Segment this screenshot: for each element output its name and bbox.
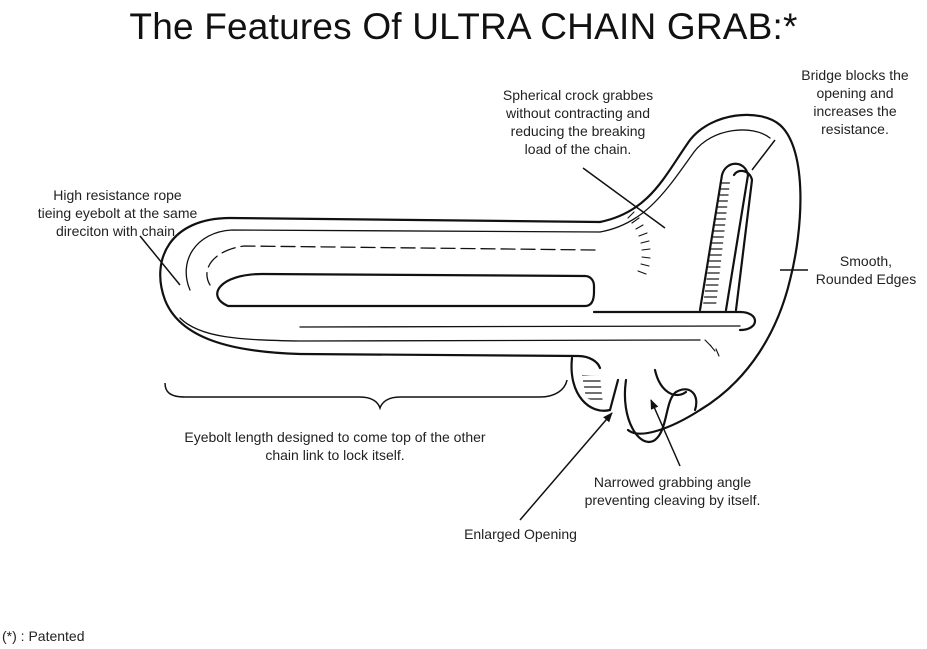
leader-spherical (582, 167, 666, 229)
eyebolt-outer-contour (159, 216, 602, 370)
label-spherical-crock: Spherical crock grabbes without contract… (502, 87, 654, 157)
crock-inner-slot (698, 162, 750, 312)
label-bridge: Bridge blocks the opening and increases … (801, 67, 909, 137)
spherical-crock-neck (598, 113, 802, 435)
leader-opening (519, 412, 613, 521)
label-enlarged-opening: Enlarged Opening (464, 526, 577, 542)
eyebolt-inner-slot (216, 272, 596, 308)
label-eyebolt-length: Eyebolt length designed to come top of t… (184, 429, 486, 463)
label-narrowed-angle: Narrowed grabbing angle preventing cleav… (584, 474, 761, 508)
label-rope: High resistance rope tieing eyebolt at t… (37, 187, 198, 239)
leader-bridge (751, 139, 776, 171)
footnote-patented: (*) : Patented (2, 628, 85, 644)
hook-right (623, 378, 698, 443)
page-title: The Features Of ULTRA CHAIN GRAB:* (129, 6, 798, 47)
leader-rope (139, 235, 181, 286)
label-smooth-edges: Smooth, Rounded Edges (815, 253, 917, 287)
leader-narrowed (650, 399, 681, 467)
eyebolt-length-brace (164, 379, 568, 411)
hook-left (570, 356, 620, 412)
